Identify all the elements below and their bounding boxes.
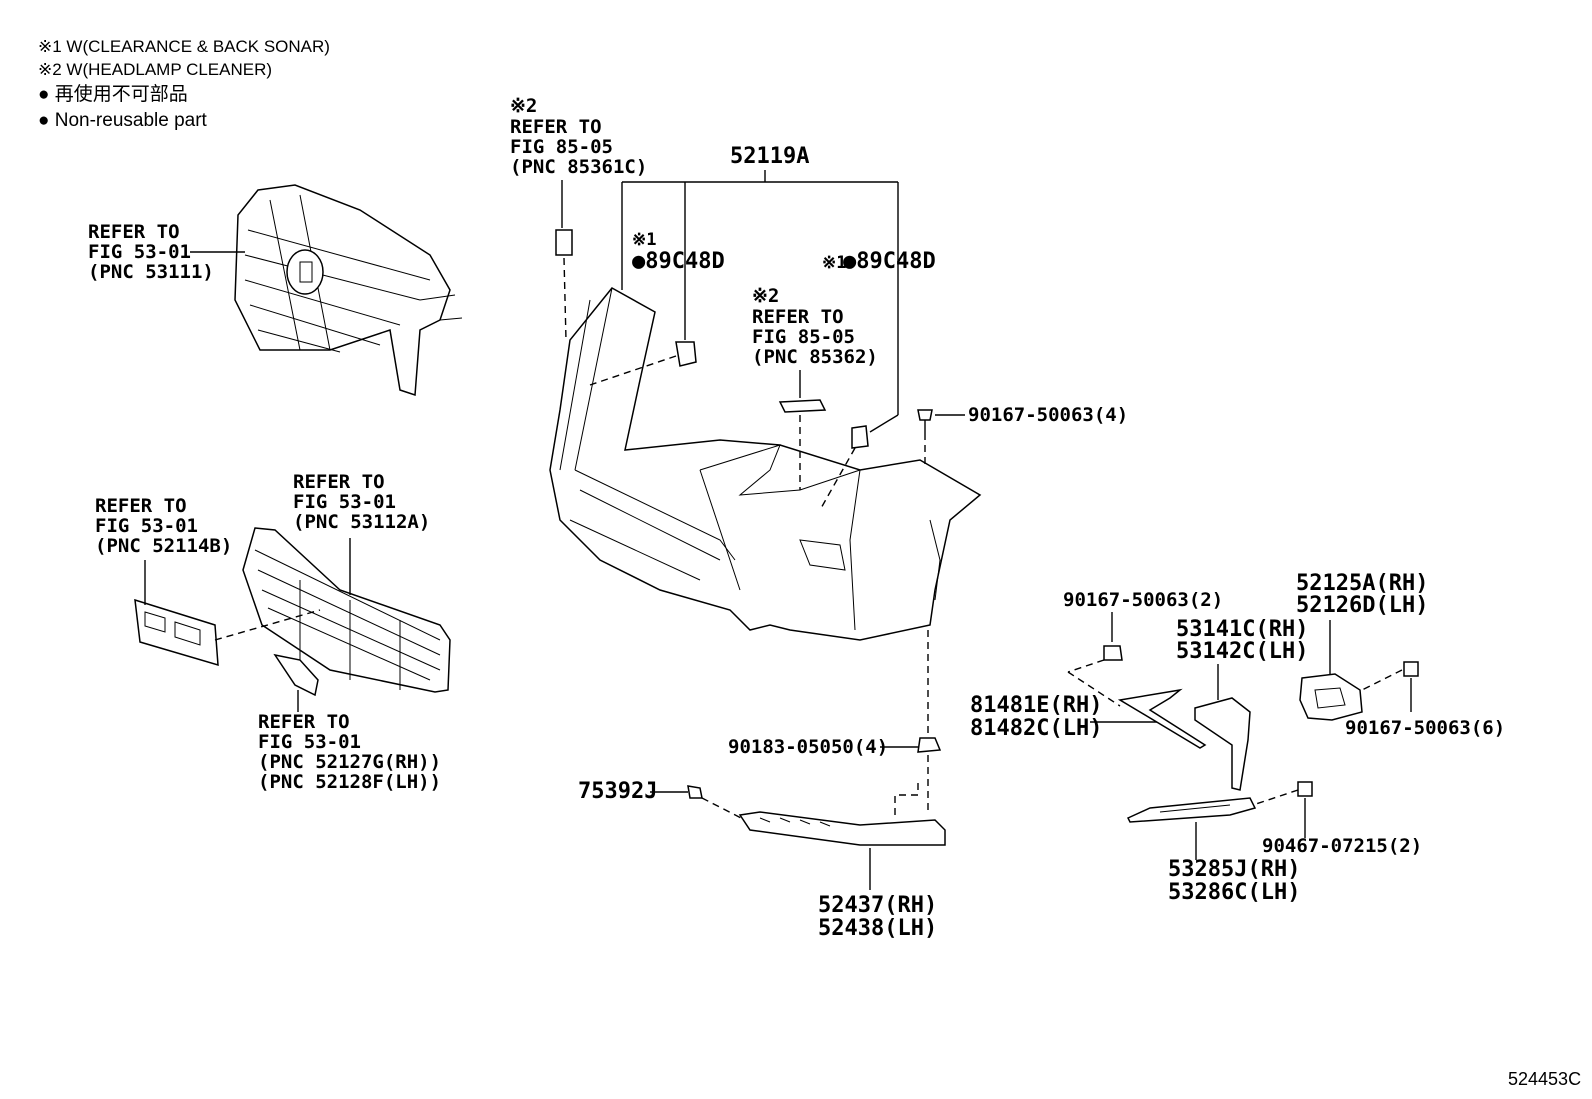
clip-part-number: 75392J: [578, 779, 657, 804]
small-cover-drawing: [273, 653, 319, 697]
lower-molding-drawing: [1126, 797, 1257, 823]
note-non-reusable-jp: ● 再使用不可部品: [38, 83, 188, 105]
lower-molding-part-numbers: 53285J(RH) 53286C(LH): [1168, 857, 1314, 905]
fog-bracket-part-numbers: 52125A(RH) 52126D(LH): [1296, 571, 1442, 618]
sonar-left-mark: ※1: [632, 230, 656, 250]
bolt-mid-drawing: [1103, 645, 1123, 661]
screw-part-number: 90467-07215(2): [1262, 835, 1422, 857]
bolt-right-drawing: [1403, 661, 1419, 677]
spoiler-drawing: [738, 811, 946, 846]
bolt-right-part-number: 90167-50063(6): [1345, 717, 1505, 739]
bolt-mid-dash-1: [1067, 659, 1105, 673]
bolt-mid-dash-2: [1067, 671, 1121, 707]
sonar-left-dash: [589, 355, 677, 386]
plate-bracket-drawing: [134, 598, 219, 667]
fog-bracket-drawing: [1299, 673, 1363, 721]
note-clearance-sonar: ※1 W(CLEARANCE & BACK SONAR): [38, 37, 330, 56]
bolt-mid-part-number: 90167-50063(2): [1063, 589, 1223, 611]
sonar-right-part-number: ●89C48D: [843, 249, 936, 274]
upper-grille-drawing: [234, 184, 463, 397]
plate-dash: [214, 609, 321, 641]
molding-drawing: [1117, 688, 1207, 749]
bolt-top-part-number: 90167-50063(4): [968, 404, 1128, 426]
fog-cover-part-numbers: 53141C(RH) 53142C(LH): [1176, 617, 1322, 664]
bumper-part-number: 52119A: [730, 144, 809, 169]
lower-grille-drawing: [242, 527, 451, 693]
sonar-left-part-number: ●89C48D: [632, 249, 725, 274]
bumper-leader-sonar-right-end: [869, 414, 899, 433]
nut-part-number: 90183-05050(4): [728, 736, 888, 758]
sonar-right-drawing: [851, 425, 869, 449]
plate-ref-label: REFER TO FIG 53-01 (PNC 52114B): [95, 495, 232, 557]
clip-drawing: [687, 785, 703, 799]
cleaner-left-cap-drawing: [555, 229, 573, 256]
small-cover-ref-label: REFER TO FIG 53-01 (PNC 52127G(RH)) (PNC…: [258, 711, 452, 793]
bumper-cover-drawing: [549, 287, 982, 641]
note-headlamp-cleaner: ※2 W(HEADLAMP CLEANER): [38, 60, 272, 79]
grille-ref-label: REFER TO FIG 53-01 (PNC 53111): [88, 221, 214, 283]
spoiler-dash-2: [894, 780, 919, 815]
bolt-top-drawing: [917, 409, 933, 440]
molding-part-numbers: 81481E(RH) 81482C(LH): [970, 693, 1116, 741]
cleaner-ref-left-label: ※2 REFER TO FIG 85-05 (PNC 85361C): [510, 95, 647, 178]
screw-dash: [1249, 789, 1299, 807]
cleaner-left-dash: [563, 257, 567, 341]
clip-dash: [701, 797, 746, 821]
figure-number: 524453C: [1508, 1069, 1581, 1089]
nut-drawing: [917, 737, 942, 753]
bolt-right-dash: [1361, 669, 1403, 691]
screw-drawing: [1297, 781, 1313, 797]
sonar-right-mark: ※1: [822, 253, 846, 273]
note-non-reusable: ● Non-reusable part: [38, 110, 208, 131]
sonar-left-drawing: [675, 341, 697, 367]
cleaner-ref-center-label: ※2 REFER TO FIG 85-05 (PNC 85362): [752, 285, 878, 368]
fog-cover-drawing: [1194, 697, 1251, 791]
cleaner-center-cap-drawing: [778, 399, 827, 413]
spoiler-part-numbers: 52437(RH) 52438(LH): [818, 893, 950, 941]
lower-grille-ref-label: REFER TO FIG 53-01 (PNC 53112A): [293, 471, 430, 533]
